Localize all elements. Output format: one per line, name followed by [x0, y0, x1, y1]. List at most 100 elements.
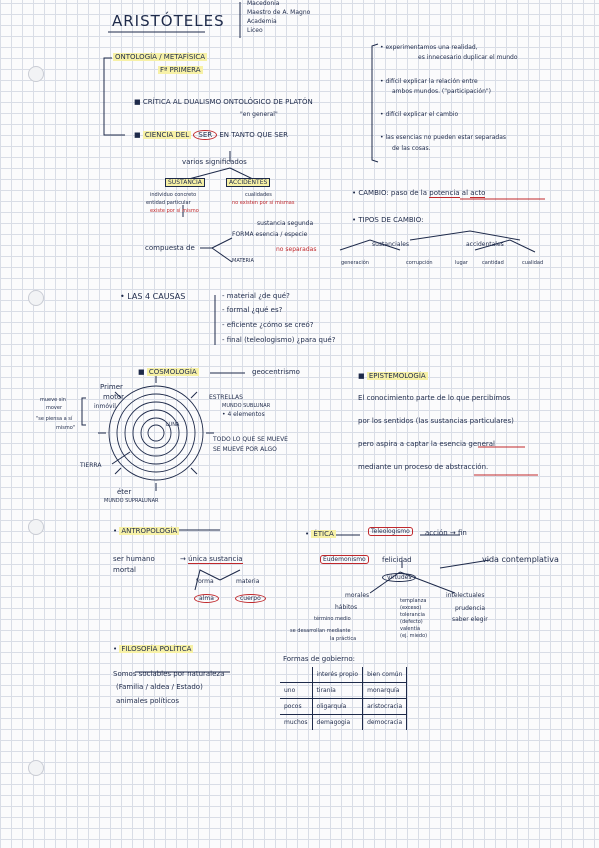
- prudencia-label: prudencia: [455, 605, 486, 612]
- critica-item: ■ CRÍTICA AL DUALISMO ONTOLÓGICO DE PLAT…: [134, 98, 313, 106]
- table-cell: monarquía: [362, 682, 408, 699]
- elementos-label: • 4 elementos: [222, 411, 265, 418]
- virtud-moral: tolerancia: [400, 612, 425, 618]
- unica-label: → única sustancia: [180, 555, 243, 564]
- causa-item: - final (teleologismo) ¿para qué?: [222, 336, 336, 344]
- todo-text: SE MUEVE POR ALGO: [213, 446, 277, 453]
- table-header: bien común: [362, 667, 408, 683]
- punch-hole: [28, 519, 44, 535]
- critique-note: de las cosas.: [392, 145, 431, 152]
- causas-label: • LAS 4 CAUSAS: [120, 292, 186, 301]
- ontologia-subheading: Fª PRIMERA: [158, 66, 203, 74]
- ontologia-heading: ONTOLOGÍA / METAFÍSICA: [113, 53, 208, 61]
- motor-note: "se piensa a sí: [36, 416, 73, 422]
- critique-note: • difícil explicar el cambio: [380, 111, 459, 118]
- compuesta-label: compuesta de: [145, 244, 195, 252]
- tierra-label: TIERRA: [80, 462, 102, 469]
- geocentrismo-label: geocentrismo: [252, 368, 300, 376]
- table-row: uno tiranía monarquía: [280, 682, 408, 699]
- tipo-cambio: lugar: [455, 260, 468, 266]
- accidentes-note: cualidades: [245, 192, 272, 198]
- forma-note2: sustancia segunda: [257, 220, 314, 227]
- intelectuales-label: intelectuales: [446, 592, 485, 599]
- eudemonismo-box: Eudemonismo: [320, 555, 369, 564]
- causa-item: - material ¿de qué?: [222, 292, 290, 300]
- politica-text: animales políticos: [116, 697, 179, 705]
- episteme-line: pero aspira a captar la esencia general: [358, 440, 496, 448]
- habitos-label: hábitos: [335, 604, 358, 611]
- page-title: ARISTÓTELES: [112, 12, 225, 30]
- tipo-cambio: cantidad: [482, 260, 504, 266]
- table-cell: democracia: [362, 714, 408, 730]
- accidentales-label: accidentales: [466, 241, 504, 248]
- primer-label: Primer: [100, 383, 123, 391]
- motor-note: mover: [46, 405, 63, 411]
- punch-hole: [28, 66, 44, 82]
- gobierno-table: interés propio bien común uno tiranía mo…: [280, 667, 408, 730]
- tipo-cambio: generación: [341, 260, 369, 266]
- etica-heading: • ÉTICA: [305, 530, 336, 538]
- sustancia-note: entidad particular: [146, 200, 191, 206]
- epistemologia-heading: ■ EPISTEMOLOGÍA: [358, 372, 428, 380]
- virtud-moral: templanza: [400, 598, 427, 604]
- critica-note: "en general": [240, 111, 278, 118]
- estrellas-label: ESTRELLAS: [209, 394, 243, 401]
- table-cell: pocos: [280, 698, 313, 715]
- forma-label: forma: [196, 578, 214, 585]
- virtud-moral: (defecto): [400, 619, 423, 625]
- materia-label: MATERIA: [232, 258, 254, 264]
- todo-text: TODO LO QUE SE MUEVE: [213, 436, 288, 443]
- sustancia-note: individuo concreto: [150, 192, 197, 198]
- politica-text: (Familia / aldea / Estado): [116, 683, 203, 691]
- note-line: Maestro de A. Magno: [247, 9, 311, 16]
- table-cell: oligarquía: [311, 698, 364, 715]
- materia-label: materia: [236, 578, 260, 585]
- causa-item: - formal ¿qué es?: [222, 306, 283, 314]
- no-separadas-note: no separadas: [276, 246, 317, 253]
- episteme-line: mediante un proceso de abstracción.: [358, 463, 489, 471]
- table-cell: [280, 667, 312, 683]
- luna-label: LUNA: [166, 422, 180, 428]
- accidentes-note: no existen por sí mismas: [232, 200, 295, 206]
- cambio-row: • CAMBIO: paso de la potencia al acto: [352, 189, 486, 198]
- episteme-line: por los sentidos (las sustancias particu…: [358, 417, 514, 425]
- cosmos-circles: [108, 385, 204, 481]
- accidentes-box: ACCIDENTES: [226, 178, 271, 187]
- motor-note: mismo": [56, 425, 76, 431]
- table-cell: tiranía: [311, 682, 364, 699]
- inmovil-label: inmóvil: [94, 403, 116, 410]
- mortal-label: mortal: [113, 566, 136, 574]
- teleologismo-box: Teleologismo: [368, 527, 413, 536]
- tipo-cambio: cualidad: [522, 260, 544, 266]
- note-line: Liceo: [247, 27, 263, 34]
- forma-row: FORMA esencia / especie: [232, 231, 308, 238]
- table-cell: muchos: [280, 714, 313, 730]
- alma-oval: alma: [194, 594, 219, 603]
- formas-title: Formas de gobierno:: [283, 655, 356, 663]
- virtud-moral: (ej. miedo): [400, 633, 428, 639]
- sustancia-box: SUSTANCIA: [165, 178, 205, 187]
- episteme-line: El conocimiento parte de lo que percibim…: [358, 394, 511, 402]
- tipos-label: • TIPOS DE CAMBIO:: [352, 216, 424, 224]
- saber-label: saber elegir: [452, 616, 488, 623]
- critica-label: CRÍTICA AL DUALISMO ONTOLÓGICO DE PLATÓN: [142, 98, 313, 106]
- table-header: interés propio: [311, 667, 364, 683]
- sustancia-note: existe por sí mismo: [150, 208, 199, 214]
- varios-label: varios significados: [182, 158, 247, 166]
- causa-item: - eficiente ¿cómo se creó?: [222, 321, 314, 329]
- politica-heading: • FILOSOFÍA POLÍTICA: [113, 645, 194, 653]
- supralunar-label: MUNDO SUPRALUNAR: [104, 498, 159, 504]
- virtud-moral: (exceso): [400, 605, 422, 611]
- punch-hole: [28, 290, 44, 306]
- table-cell: aristocracia: [362, 698, 408, 715]
- cosmos-spikes: [98, 375, 214, 491]
- table-cell: demagogia: [311, 714, 364, 730]
- virtudes-oval: virtudes: [382, 573, 417, 582]
- motor-label: motor: [103, 393, 125, 401]
- table-row: muchos demagogia democracia: [280, 714, 408, 730]
- punch-hole: [28, 760, 44, 776]
- desarrollan-label: se desarrollan mediante: [290, 628, 351, 634]
- sublunar-label: MUNDO SUBLUNAR: [222, 403, 271, 409]
- morales-label: morales: [345, 592, 370, 599]
